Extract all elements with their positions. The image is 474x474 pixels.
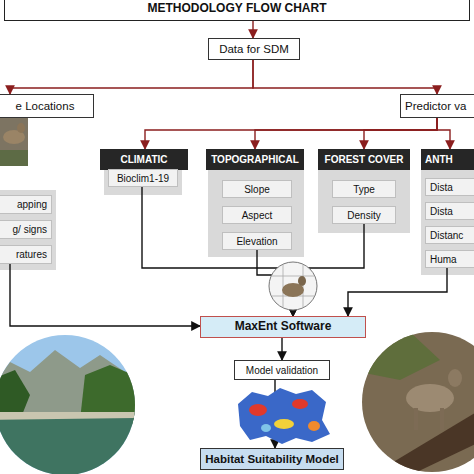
deer-photo [360, 330, 474, 474]
flow-arrow [274, 380, 275, 448]
item-box: Huma [425, 250, 474, 268]
flow-arrow [10, 60, 253, 94]
item-box: Bioclim1-19 [108, 169, 178, 187]
photo-background [360, 330, 474, 474]
item-box: Distanc [425, 226, 474, 244]
deer-head [17, 123, 25, 133]
item-box: Dista [425, 202, 474, 220]
node-text: CLIMATIC [120, 154, 167, 165]
node-text: g/ signs [13, 224, 47, 235]
item-box: ratures [0, 245, 52, 264]
node-text: Dista [430, 206, 453, 217]
grid-lines [269, 262, 317, 310]
item-box: Density [332, 206, 396, 224]
node-text: Data for SDM [219, 43, 289, 56]
flow-arrow [142, 187, 293, 316]
node-text: Type [353, 184, 375, 195]
figure-frame [269, 262, 317, 310]
suitability-map [238, 388, 330, 444]
deer-leg [440, 408, 444, 430]
forest-right [80, 365, 140, 425]
log [380, 395, 474, 474]
node-text: Dista [430, 182, 453, 193]
lake-photo [0, 330, 140, 474]
node-text: ANTH [425, 154, 453, 165]
node-text: MaxEnt Software [235, 320, 332, 333]
node-text: FOREST COVER [325, 154, 404, 165]
item-box: Slope [222, 180, 292, 198]
node-text: ratures [16, 249, 47, 260]
node-text: Model validation [246, 365, 318, 376]
category-box: TOPOGRAPHICAL [206, 149, 304, 170]
deer-body [282, 283, 304, 297]
node-text: Distanc [430, 230, 463, 241]
category-box: ANTH [421, 149, 474, 170]
process-box: e Locations [0, 94, 94, 118]
flow-arrow [10, 264, 200, 326]
high-suitability [292, 399, 308, 409]
high-suitability [249, 404, 267, 416]
shore [0, 412, 140, 420]
medium-suitability [274, 419, 294, 429]
photo-background [0, 118, 28, 166]
output-box: Habitat Suitability Model [200, 448, 344, 470]
flow-arrow [255, 118, 437, 149]
low-suitability [261, 424, 271, 432]
deer-body [406, 384, 454, 412]
sky [0, 330, 140, 474]
category-box: FOREST COVER [318, 149, 410, 170]
node-text: apping [17, 199, 47, 210]
node-text: TOPOGRAPHICAL [211, 154, 299, 165]
item-box: g/ signs [0, 220, 52, 239]
item-box: apping [0, 195, 52, 214]
deer-photo-top [0, 118, 28, 166]
item-box: Elevation [222, 232, 292, 250]
category-box: CLIMATIC [100, 149, 188, 170]
process-box: Data for SDM [208, 38, 300, 60]
flow-arrow [253, 60, 437, 94]
medium-suitability [308, 421, 320, 431]
flow-arrow [364, 118, 437, 149]
flow-arrow [437, 118, 450, 149]
map-area [238, 388, 330, 444]
study-area-figure [269, 262, 317, 310]
node-text: Predictor va [405, 100, 466, 113]
deer-leg [414, 408, 418, 430]
flow-arrow [281, 338, 282, 360]
forest-left [0, 370, 30, 425]
flow-arrow [293, 224, 364, 316]
flow-arrow [252, 21, 253, 38]
node-text: Bioclim1-19 [117, 173, 169, 184]
node-text: Habitat Suitability Model [205, 453, 339, 466]
process-box: Model validation [234, 360, 330, 380]
flow-arrow [257, 250, 293, 316]
node-text: e Locations [16, 100, 75, 113]
item-box: Dista [425, 178, 474, 196]
node-text: Huma [430, 254, 457, 265]
node-text: Slope [244, 184, 270, 195]
flow-arrow [348, 268, 447, 316]
photo-ground [0, 150, 28, 166]
deer-head [448, 369, 462, 387]
flow-arrow [145, 118, 437, 149]
mountains [0, 350, 140, 420]
node-text: Aspect [242, 210, 273, 221]
title-box: METHODOLOGY FLOW CHART [4, 0, 470, 21]
foliage [360, 332, 440, 380]
software-box: MaxEnt Software [200, 316, 366, 338]
item-box: Aspect [222, 206, 292, 224]
node-text: Elevation [236, 236, 277, 247]
lake [0, 412, 140, 474]
deer-head [298, 276, 306, 286]
node-text: Density [347, 210, 380, 221]
process-box: Predictor va [400, 94, 474, 118]
item-box: Type [332, 180, 396, 198]
node-text: METHODOLOGY FLOW CHART [147, 2, 326, 15]
